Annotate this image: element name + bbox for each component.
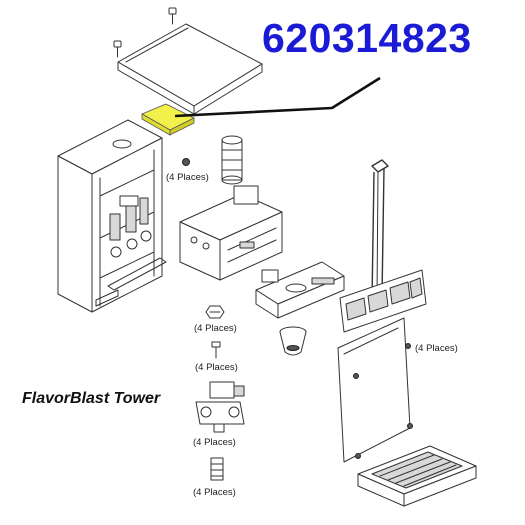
thumb-screw (168, 7, 177, 25)
nozzle-housing (255, 261, 345, 319)
small-nut (182, 158, 190, 166)
cylinder-part (221, 135, 243, 185)
nozzle-cup (279, 326, 307, 356)
callout-valve-qty: (4 Places) (193, 437, 236, 448)
keypad (339, 269, 427, 333)
part-number: 620314823 (262, 15, 472, 61)
callout-screw-qty: (4 Places) (195, 362, 238, 373)
hex-nut (205, 305, 225, 319)
callout-hex-nut-qty: (4 Places) (194, 323, 237, 334)
ribbon-cable (371, 159, 389, 301)
drip-grate (357, 445, 477, 507)
highlighted-gasket (141, 103, 195, 136)
callout-small-nut-qty: (4 Places) (166, 172, 209, 183)
top-cover (117, 23, 263, 115)
diagram-caption: FlavorBlast Tower (22, 390, 161, 407)
solenoid-valve (195, 381, 245, 433)
tower-housing (57, 119, 167, 313)
thumb-screw (113, 40, 122, 58)
leader-line (174, 76, 381, 118)
front-panel (337, 317, 413, 463)
mounting-bracket (179, 185, 283, 281)
callout-panel-screw-qty: (4 Places) (415, 343, 458, 354)
small-screw (211, 341, 221, 359)
fitting (210, 457, 224, 481)
callout-fitting-qty: (4 Places) (193, 487, 236, 498)
